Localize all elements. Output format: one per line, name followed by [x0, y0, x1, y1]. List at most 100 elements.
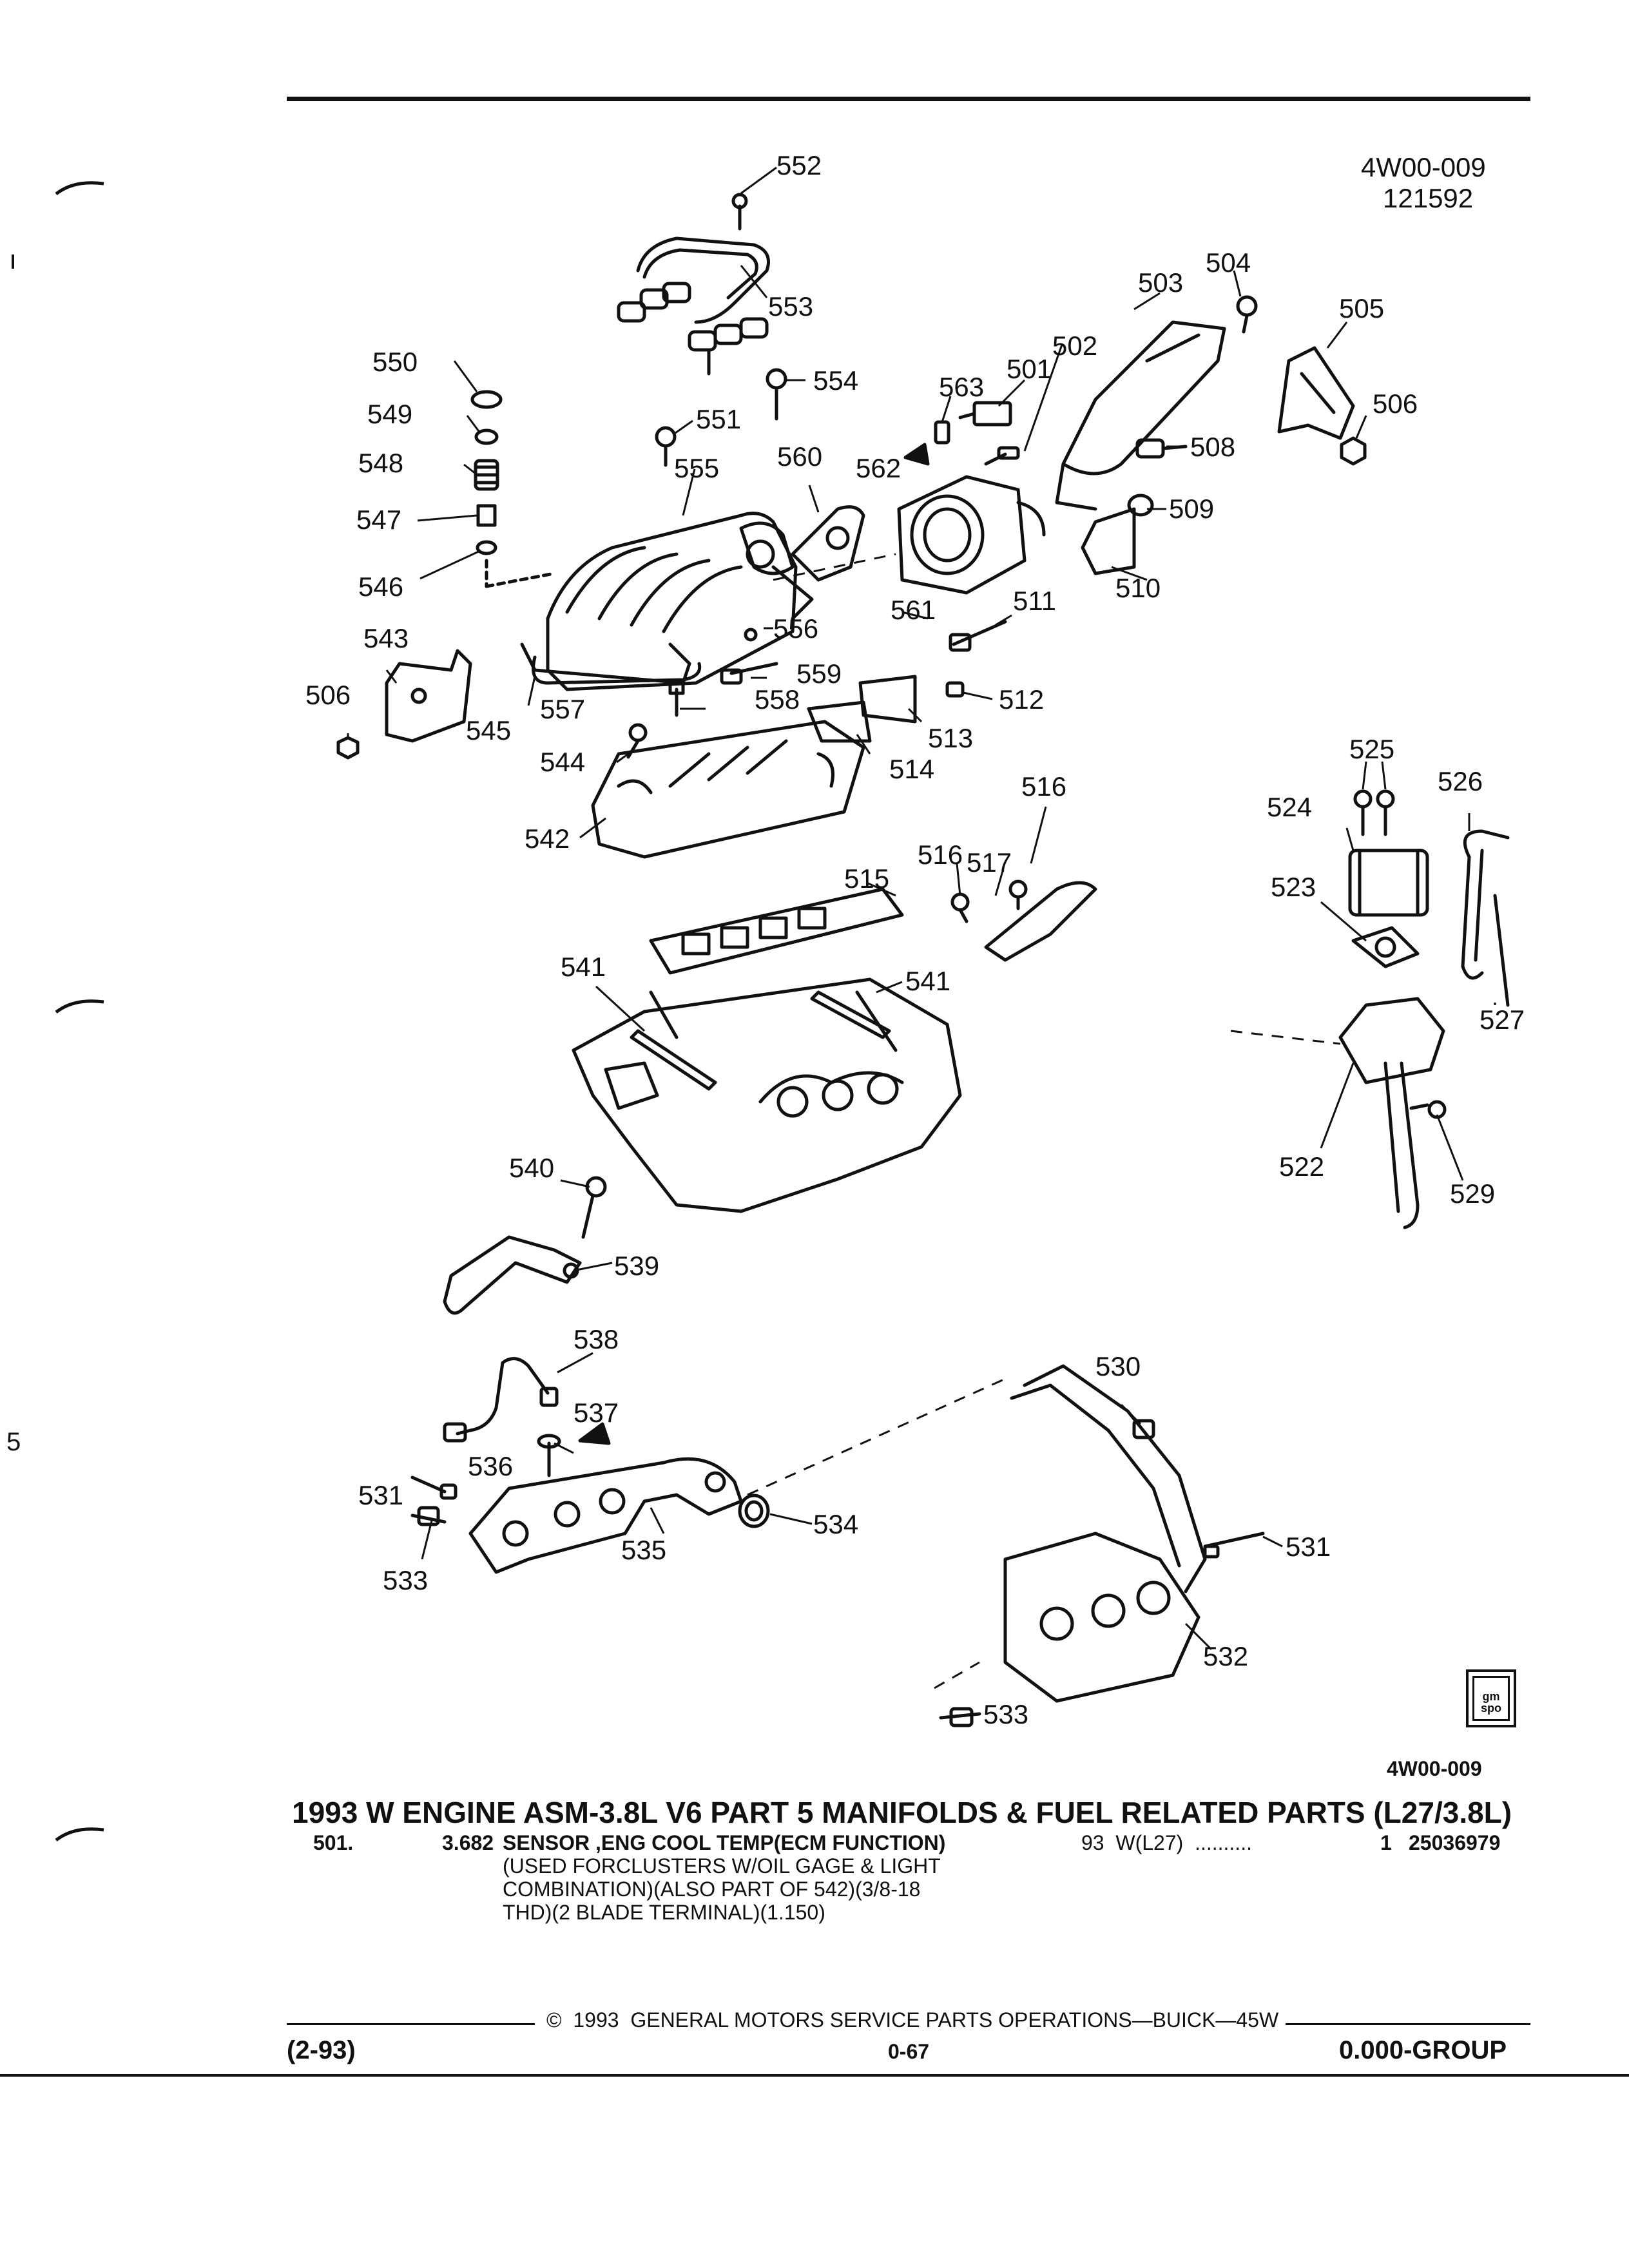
callout-542: 542 — [525, 823, 570, 854]
callout-506-top: 506 — [1373, 389, 1418, 419]
callout-531-right: 531 — [1286, 1532, 1331, 1562]
binder-mark-1 — [55, 181, 104, 195]
dashed-link-3 — [773, 553, 896, 581]
callout-511: 511 — [1013, 586, 1056, 616]
part-502 — [984, 446, 1020, 466]
callout-502: 502 — [1052, 331, 1098, 361]
badge-inner: gm spo — [1472, 1676, 1510, 1721]
callout-513: 513 — [928, 723, 974, 753]
footer-page-number: 0-67 — [888, 2040, 930, 2063]
pressure-regulator-stack — [470, 390, 556, 588]
callout-532: 532 — [1203, 1641, 1249, 1671]
gasket-541a — [630, 1029, 717, 1091]
callout-506-left: 506 — [305, 680, 351, 710]
callout-556: 556 — [773, 613, 819, 644]
bracket-517 — [950, 879, 1097, 962]
callout-555: 555 — [674, 453, 720, 483]
exhaust-manifold-535 — [468, 1457, 743, 1574]
callout-503: 503 — [1138, 267, 1184, 298]
callout-504: 504 — [1206, 247, 1251, 278]
callout-543: 543 — [363, 623, 409, 653]
bolt-533a — [410, 1506, 447, 1526]
callout-525: 525 — [1349, 734, 1395, 764]
fuel-rail-553 — [617, 193, 770, 376]
description-line-3: COMBINATION)(ALSO PART OF 542)(3/8-18 — [503, 1878, 921, 1901]
bracket-543 — [336, 649, 472, 760]
callout-534: 534 — [813, 1509, 859, 1539]
footer-copyright: © 1993 GENERAL MOTORS SERVICE PARTS OPER… — [546, 2008, 1279, 2032]
gm-spo-badge: gm spo — [1466, 1669, 1516, 1727]
gasket-560 — [791, 505, 865, 582]
part-509 — [1127, 494, 1154, 517]
callout-546: 546 — [358, 572, 404, 602]
arrow-562 — [903, 443, 930, 466]
callout-501: 501 — [1007, 354, 1052, 384]
callout-523: 523 — [1271, 872, 1316, 902]
callout-535: 535 — [621, 1535, 667, 1565]
upper-intake-555 — [532, 512, 814, 691]
callout-514: 514 — [889, 754, 935, 784]
callout-558: 558 — [755, 684, 800, 715]
callout-559: 559 — [796, 658, 842, 689]
callout-527: 527 — [1480, 1004, 1525, 1035]
bolt-533b — [939, 1707, 981, 1727]
callout-517: 517 — [967, 847, 1012, 878]
gasket-541b — [810, 990, 891, 1039]
callout-516-left: 516 — [918, 840, 963, 870]
doc-date: 121592 — [1383, 183, 1474, 213]
callout-538: 538 — [574, 1324, 619, 1354]
callout-563: 563 — [939, 372, 985, 402]
part-508 — [1135, 438, 1188, 459]
callout-515: 515 — [844, 863, 890, 894]
bolt-531a — [410, 1475, 458, 1500]
callout-552: 552 — [776, 150, 822, 180]
bolt-511 — [949, 620, 1007, 652]
arrow-537 — [578, 1422, 611, 1445]
bolt-544 — [626, 723, 648, 759]
margin-glyph: 5 — [6, 1428, 21, 1456]
callout-549: 549 — [367, 399, 413, 429]
binder-tick — [12, 255, 14, 269]
callout-562: 562 — [856, 453, 901, 483]
callout-540: 540 — [509, 1153, 555, 1183]
description-line-2: (USED FORCLUSTERS W/OIL GAGE & LIGHT — [503, 1854, 941, 1878]
callout-554: 554 — [813, 365, 859, 396]
dashed-link-2 — [934, 1661, 980, 1689]
bottom-rule — [0, 2074, 1629, 2077]
callout-536: 536 — [468, 1451, 514, 1481]
dashed-link-1 — [747, 1378, 1006, 1496]
description-line-1: SENSOR ,ENG COOL TEMP(ECM FUNCTION) — [503, 1831, 946, 1854]
doc-code: 4W00-009 — [1361, 152, 1486, 182]
part-model: 93 W(L27) .......... — [1081, 1831, 1252, 1854]
throttle-body-561 — [897, 475, 1046, 595]
callout-548: 548 — [358, 448, 404, 478]
part-description: SENSOR ,ENG COOL TEMP(ECM FUNCTION) (USE… — [503, 1831, 945, 1924]
badge-text-gm: gm — [1482, 1690, 1500, 1703]
callout-550: 550 — [372, 347, 418, 377]
page-title: 1993 W ENGINE ASM-3.8L V6 PART 5 MANIFOL… — [292, 1796, 1512, 1829]
callout-522: 522 — [1279, 1151, 1325, 1182]
callout-524: 524 — [1267, 792, 1313, 822]
binder-mark-3 — [55, 1827, 104, 1841]
callout-545: 545 — [466, 715, 512, 745]
nut-506a — [1340, 436, 1367, 466]
callout-560: 560 — [777, 441, 823, 472]
callout-530: 530 — [1095, 1351, 1141, 1381]
engine-block — [572, 977, 962, 1213]
egr-valve-524 — [1338, 789, 1445, 1229]
gasket-545 — [520, 642, 691, 685]
callout-526: 526 — [1438, 766, 1483, 796]
bracket-510 — [1081, 507, 1136, 575]
gasket-515 — [649, 887, 904, 975]
callout-529: 529 — [1450, 1178, 1496, 1209]
callout-537: 537 — [574, 1398, 619, 1428]
callout-509: 509 — [1169, 494, 1215, 524]
bolt-551 — [655, 426, 677, 467]
bolt-554 — [766, 368, 787, 421]
pipe-538 — [443, 1357, 561, 1477]
callout-541-right: 541 — [905, 966, 951, 996]
bolt-531b — [1203, 1532, 1265, 1559]
part-qty-code: 3.682 — [442, 1831, 494, 1854]
callout-553: 553 — [768, 291, 814, 322]
callout-544: 544 — [540, 747, 586, 777]
